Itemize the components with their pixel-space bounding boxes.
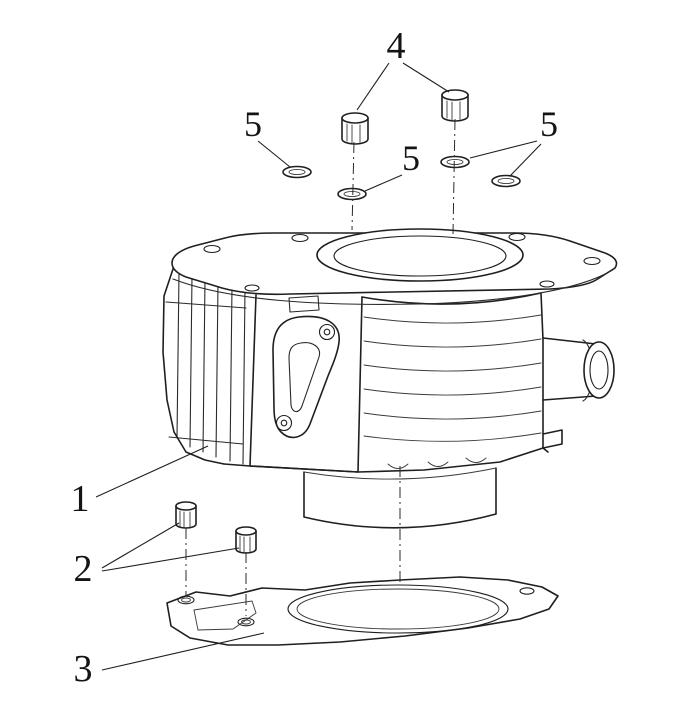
callout-label-2: 2 (74, 548, 93, 590)
front-port-flange (272, 315, 340, 439)
seal-ring-inner (497, 177, 515, 185)
bore-outer-rim (316, 228, 524, 282)
leader-line-5-right (469, 140, 542, 177)
front-notch (288, 295, 320, 313)
gasket-pin-hole (177, 595, 195, 605)
callout-label-5-right: 5 (540, 104, 558, 144)
side-boss-bore (589, 350, 609, 390)
leader-line-1 (95, 445, 209, 498)
left-fin-columns (165, 271, 247, 465)
dowel-pin-top-face (235, 526, 257, 536)
flange-bolt-hole (583, 256, 601, 266)
gasket-pin-hole (237, 617, 255, 627)
part-1-cylinder-body (162, 228, 618, 529)
spigot-top-arc (303, 467, 497, 480)
part-3-gasket (166, 576, 559, 646)
dowel-pin-shading (179, 510, 191, 528)
front-flange-bolt-center (280, 419, 288, 427)
left-silhouette (162, 265, 225, 465)
dowel-pin-top-face (175, 501, 197, 511)
gasket-tab-slot (193, 600, 257, 631)
leader-line-2 (101, 522, 240, 572)
flange-bolt-hole (244, 284, 260, 292)
leader-line-4 (356, 62, 450, 111)
leader-line-3 (101, 632, 265, 671)
dowel-pin-body (341, 117, 369, 145)
front-flange-bolt-center (323, 328, 331, 336)
dowel-pin-top-face (341, 112, 369, 124)
leader-line-5-middle (364, 174, 403, 192)
flange-bolt-hole (539, 280, 555, 288)
callout-label-5-left: 5 (244, 104, 262, 144)
gasket-bolt-hole (519, 587, 535, 595)
seal-ring-inner (288, 168, 306, 176)
barrel-fins (363, 314, 542, 442)
dowel-pin-shading (346, 123, 361, 144)
dowel-pin-top-face (441, 89, 469, 101)
bottom-scallops (387, 457, 487, 469)
flange-bolt-hole (203, 244, 221, 254)
part-5-seals (282, 155, 521, 201)
gasket-bore-outer (287, 584, 509, 634)
bottom-edge (223, 429, 563, 473)
spigot (303, 467, 497, 529)
flange-front-edge (172, 268, 615, 305)
leader-line-5-left (257, 140, 291, 168)
callout-label-3: 3 (74, 648, 93, 690)
seal-ring (440, 155, 470, 169)
seal-ring-inner (343, 190, 361, 198)
front-port-opening (288, 342, 321, 413)
seal-ring (491, 174, 521, 188)
seal-ring (337, 187, 367, 201)
callout-labels: 4 5 5 5 1 2 3 (71, 25, 559, 690)
part-4-dowel-pins (341, 89, 469, 145)
gasket-pin-hole-inner (181, 597, 191, 603)
front-flange-bolt-hole (275, 414, 293, 432)
callout-leaders (95, 62, 542, 671)
part-2-dowel-pins (175, 501, 257, 554)
flange-bolt-hole (508, 232, 526, 242)
gasket-outline (166, 576, 559, 646)
front-flange-bolt-hole (318, 323, 336, 341)
dowel-pin-shading (446, 100, 461, 121)
callout-label-1: 1 (71, 478, 90, 520)
gasket-bore-inner (296, 588, 500, 630)
callout-label-5-middle: 5 (402, 138, 420, 178)
flange-bolt-hole (291, 233, 309, 243)
side-boss-face (583, 341, 615, 399)
bore-inner-rim (333, 235, 507, 277)
dowel-pin-shading (239, 535, 251, 553)
seal-ring (282, 165, 312, 179)
callout-label-4: 4 (387, 25, 406, 67)
seal-ring-inner (446, 158, 464, 166)
center-lines (185, 118, 456, 616)
